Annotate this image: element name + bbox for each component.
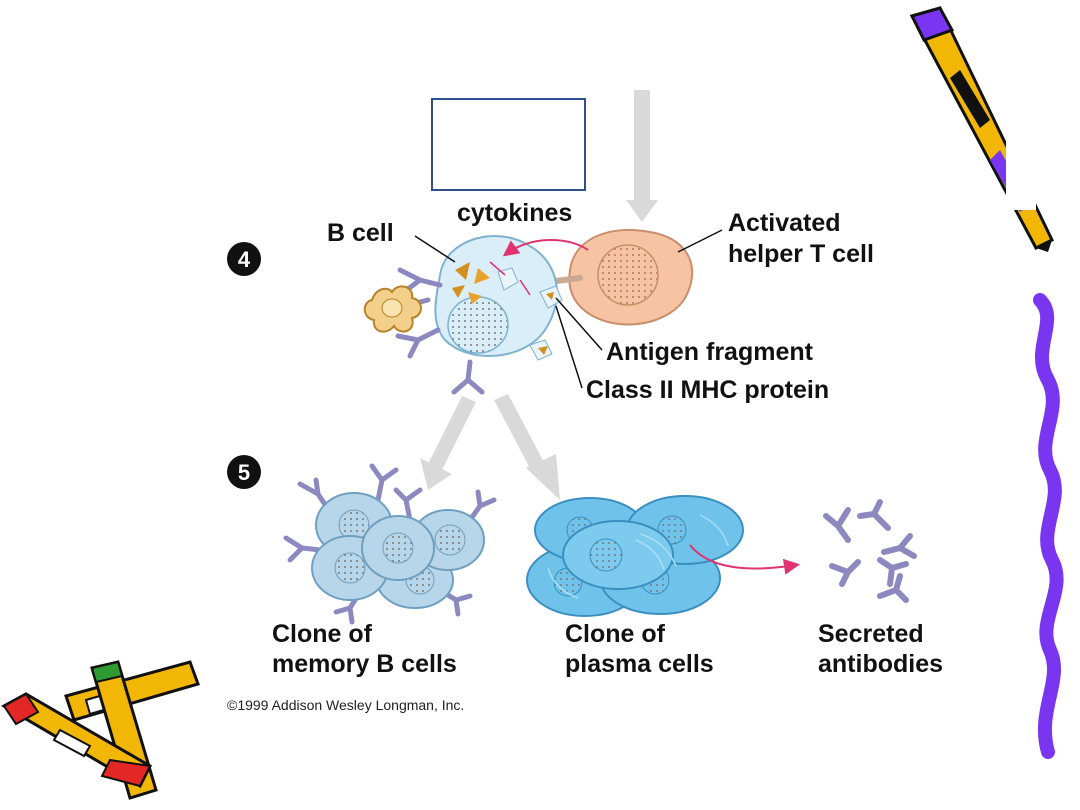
process-arrow-right [494, 394, 560, 500]
b-cell-leader [414, 235, 456, 263]
label-class-ii-mhc: Class II MHC protein [586, 376, 829, 404]
highlight-box [431, 98, 586, 191]
bound-antigen [363, 285, 422, 333]
b-cell [434, 235, 563, 361]
secreted-antibodies [823, 499, 917, 603]
process-arrow-left [420, 396, 476, 490]
squiggle-border [1033, 293, 1064, 759]
crayon-icon [0, 660, 200, 800]
copyright-text: ©1999 Addison Wesley Longman, Inc. [227, 697, 464, 713]
step-4-number: 4 [238, 247, 251, 272]
label-secreted-line2: antibodies [818, 650, 943, 678]
step-5-marker: 5 [227, 455, 261, 489]
label-secreted-line1: Secreted [818, 620, 924, 648]
plasma-cell-clone [526, 495, 744, 617]
label-memory-line1: Clone of [272, 620, 373, 648]
process-arrow-down [626, 90, 658, 222]
t-cell-leader [677, 229, 723, 253]
helper-t-cell [568, 228, 694, 326]
label-plasma-line2: plasma cells [565, 650, 714, 678]
memory-b-cell-clone [283, 463, 497, 625]
plasma-er-lines [547, 514, 729, 599]
mhc-leader [555, 305, 583, 389]
label-cytokines: cytokines [457, 199, 572, 227]
slide-mask [1006, 90, 1036, 210]
cytokine-arrow [502, 239, 589, 257]
secretion-arrow [689, 544, 800, 575]
antigen-leader [555, 297, 603, 351]
step-5-number: 5 [238, 460, 250, 485]
label-helper-t-cell: helper T cell [728, 240, 874, 268]
label-memory-line2: memory B cells [272, 650, 457, 678]
label-antigen-fragment: Antigen fragment [606, 338, 814, 366]
label-activated: Activated [728, 209, 841, 237]
label-plasma-line1: Clone of [565, 620, 666, 648]
label-b-cell: B cell [327, 219, 394, 247]
step-4-marker: 4 [227, 242, 261, 276]
